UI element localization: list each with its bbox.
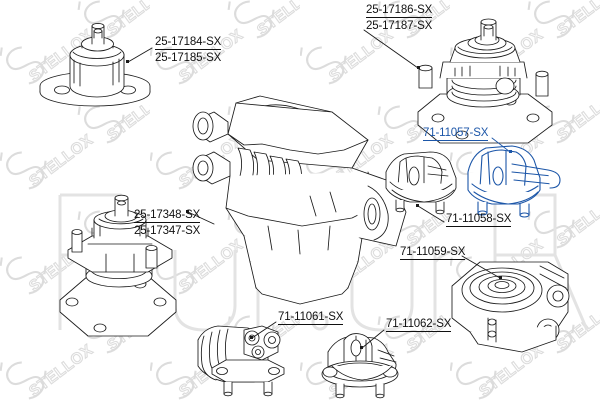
part-25-17348-drawing xyxy=(59,194,177,337)
part-71-11061-drawing xyxy=(197,325,285,397)
leader-line-highlight xyxy=(491,137,511,153)
leader-lines xyxy=(127,29,501,349)
part-label-71-11061[interactable]: 71-11061-SX xyxy=(278,311,344,325)
part-25-17186-drawing xyxy=(417,18,553,144)
part-71-11059-drawing xyxy=(451,261,570,353)
leader-dots xyxy=(126,60,502,349)
part-label-25-17185[interactable]: 25-17185-SX xyxy=(155,52,222,64)
part-label-71-11059[interactable]: 71-11059-SX xyxy=(400,246,466,260)
part-label-25-17347[interactable]: 25-17347-SX xyxy=(134,225,201,237)
part-71-11057-drawing xyxy=(467,145,561,218)
part-71-11058-drawing xyxy=(385,151,457,215)
part-label-71-11062[interactable]: 71-11062-SX xyxy=(386,318,452,332)
part-label-25-17186[interactable]: 25-17186-SX xyxy=(366,4,433,18)
part-label-71-11058[interactable]: 71-11058-SX xyxy=(446,213,512,227)
part-label-25-17187[interactable]: 25-17187-SX xyxy=(366,20,433,32)
part-25-17184-drawing xyxy=(39,22,151,107)
part-71-11062-drawing xyxy=(321,333,399,399)
part-label-71-11057[interactable]: 71-11057-SX xyxy=(423,127,489,141)
part-label-25-17348[interactable]: 25-17348-SX xyxy=(134,209,201,223)
part-label-25-17184[interactable]: 25-17184-SX xyxy=(155,36,222,50)
leader-dot-highlight xyxy=(509,150,512,153)
engine-block-drawing xyxy=(192,95,407,305)
